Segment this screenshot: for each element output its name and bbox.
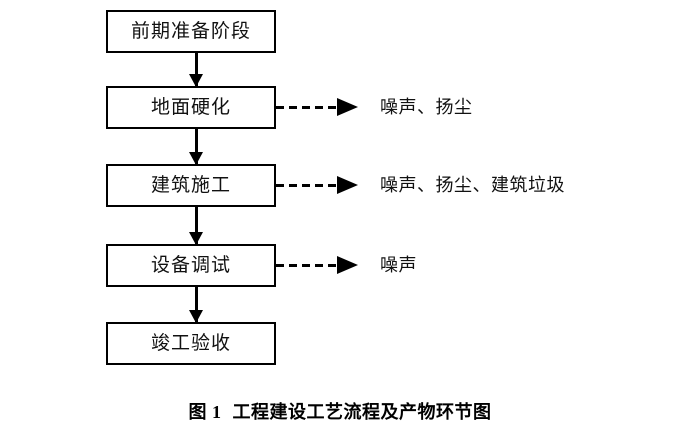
- figure-caption: 图 1 工程建设工艺流程及产物环节图: [0, 398, 680, 424]
- arrow-down-icon: [189, 152, 203, 165]
- flow-arrow-step1-to-step2: [189, 53, 203, 87]
- dashed-arrow-line: [276, 105, 338, 109]
- flow-arrow-step3-to-step4: [189, 207, 203, 245]
- emission-branch-step-4: 噪声: [276, 253, 417, 277]
- process-box-step-5: 竣工验收: [106, 322, 276, 365]
- process-box-step-1: 前期准备阶段: [106, 10, 276, 53]
- emission-label: 噪声、扬尘、建筑垃圾: [380, 175, 565, 195]
- arrow-line: [195, 53, 198, 86]
- process-box-step-4: 设备调试: [106, 244, 276, 287]
- dashed-arrow-line: [276, 263, 338, 267]
- process-box-label: 设备调试: [150, 255, 231, 276]
- arrow-down-icon: [189, 310, 203, 323]
- process-box-label: 建筑施工: [150, 175, 231, 196]
- dashed-arrow-line: [276, 183, 338, 187]
- process-box-label: 竣工验收: [150, 333, 231, 354]
- emission-branch-step-2: 噪声、扬尘: [276, 95, 473, 119]
- emission-branch-step-3: 噪声、扬尘、建筑垃圾: [276, 173, 565, 197]
- arrow-line: [195, 129, 198, 164]
- arrow-right-icon: [337, 98, 358, 116]
- figure-caption-title: 工程建设工艺流程及产物环节图: [232, 402, 492, 422]
- process-box-step-3: 建筑施工: [106, 164, 276, 207]
- arrow-down-icon: [189, 74, 203, 87]
- flow-arrow-step2-to-step3: [189, 129, 203, 165]
- figure-caption-number: 图 1: [188, 402, 222, 422]
- arrow-down-icon: [189, 232, 203, 245]
- arrow-right-icon: [337, 256, 358, 274]
- arrow-line: [195, 207, 198, 244]
- arrow-right-icon: [337, 176, 358, 194]
- flow-arrow-step4-to-step5: [189, 287, 203, 323]
- process-box-label: 前期准备阶段: [130, 21, 251, 42]
- emission-label: 噪声: [380, 255, 417, 275]
- process-box-label: 地面硬化: [150, 97, 231, 118]
- process-box-step-2: 地面硬化: [106, 86, 276, 129]
- arrow-line: [195, 287, 198, 322]
- emission-label: 噪声、扬尘: [380, 97, 473, 117]
